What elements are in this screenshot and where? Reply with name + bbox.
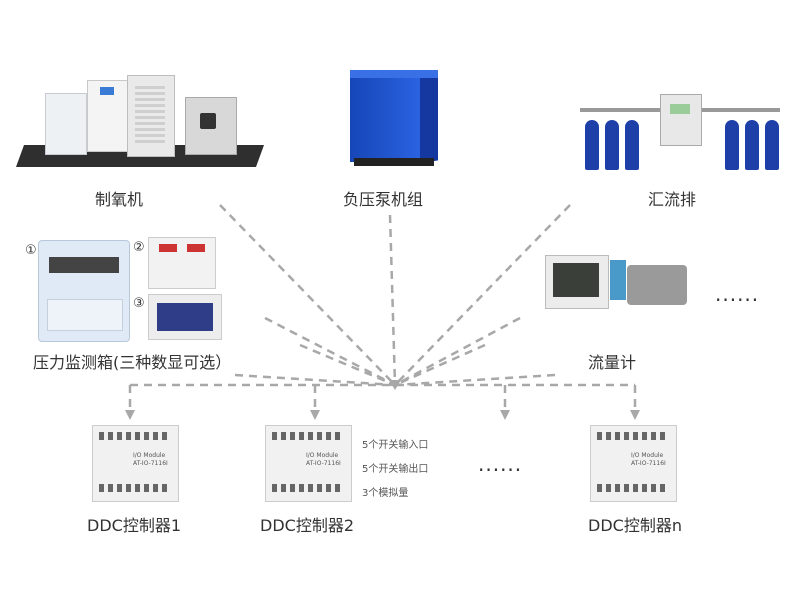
module-title: I/O Module bbox=[306, 452, 339, 459]
ddc-controller-n-image: I/O Module AT-IO-7116I bbox=[590, 425, 677, 502]
flowmeter-image bbox=[545, 255, 690, 320]
pressure-box-label: 压力监测箱(三种数显可选） bbox=[33, 353, 232, 372]
line-manifold bbox=[394, 204, 571, 386]
line-pressure-3 bbox=[234, 373, 396, 387]
vacuum-pump-label: 负压泵机组 bbox=[343, 190, 424, 209]
option-3-marker: ③ bbox=[133, 296, 145, 311]
controller-ellipsis: ...... bbox=[478, 452, 523, 476]
pressure-box-1-image bbox=[38, 240, 130, 342]
line-pump bbox=[388, 214, 397, 386]
arrow-center bbox=[389, 380, 401, 390]
arrow-4 bbox=[630, 410, 640, 420]
line-flowmeter-2 bbox=[394, 343, 486, 387]
pressure-box-3-image bbox=[148, 294, 222, 340]
option-1-marker: ① bbox=[25, 243, 37, 258]
line-oxygen bbox=[219, 204, 396, 386]
ddc-controller-2-label: DDC控制器2 bbox=[260, 516, 354, 535]
flowmeter-label: 流量计 bbox=[588, 353, 637, 372]
module-model: AT-IO-7116I bbox=[133, 460, 168, 467]
spec-analog: 3个模拟量 bbox=[362, 488, 409, 499]
arrow-2 bbox=[310, 410, 320, 420]
module-model: AT-IO-7116I bbox=[306, 460, 341, 467]
spec-digital-inputs: 5个开关输入口 bbox=[362, 440, 429, 451]
pressure-box-2-image bbox=[148, 237, 216, 289]
manifold-image bbox=[575, 90, 785, 175]
oxygen-generator-label: 制氧机 bbox=[95, 190, 144, 209]
ddc-controller-1-label: DDC控制器1 bbox=[87, 516, 181, 535]
arrow-3 bbox=[500, 410, 510, 420]
vacuum-pump-image bbox=[350, 70, 440, 170]
module-title: I/O Module bbox=[133, 452, 166, 459]
line-flowmeter-3 bbox=[394, 373, 556, 387]
ddc-controller-2-image: I/O Module AT-IO-7116I bbox=[265, 425, 352, 502]
ddc-controller-1-image: I/O Module AT-IO-7116I bbox=[92, 425, 179, 502]
ddc-controller-n-label: DDC控制器n bbox=[588, 516, 682, 535]
line-pressure bbox=[264, 316, 396, 387]
more-sources-ellipsis: ...... bbox=[715, 282, 760, 306]
option-2-marker: ② bbox=[133, 240, 145, 255]
manifold-label: 汇流排 bbox=[648, 190, 697, 209]
oxygen-generator-image bbox=[15, 75, 265, 170]
line-flowmeter bbox=[394, 316, 521, 387]
module-model: AT-IO-7116I bbox=[631, 460, 666, 467]
spec-digital-outputs: 5个开关输出口 bbox=[362, 464, 429, 475]
line-pressure-2 bbox=[299, 343, 396, 387]
arrow-1 bbox=[125, 410, 135, 420]
module-title: I/O Module bbox=[631, 452, 664, 459]
